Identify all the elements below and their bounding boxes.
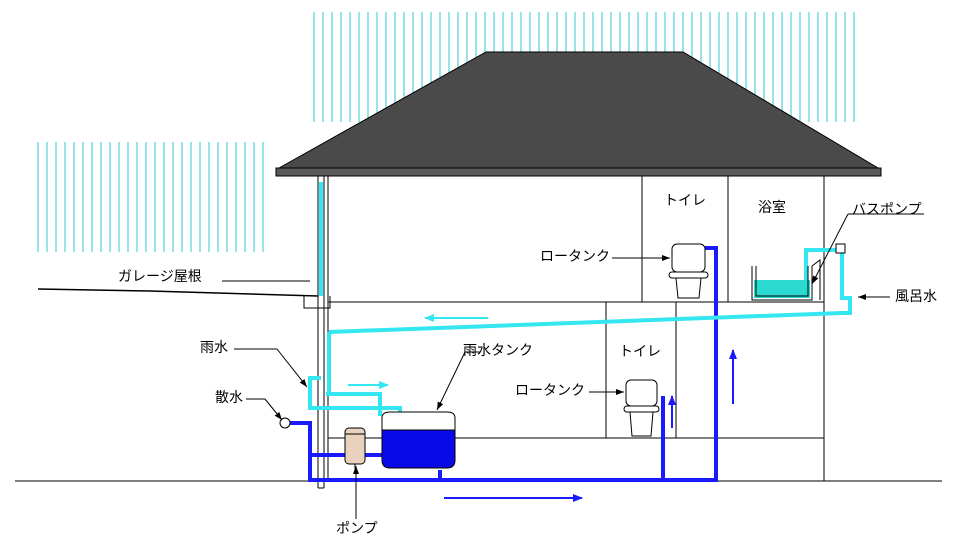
label-toilet-lower: トイレ	[619, 344, 661, 360]
faucet-icon	[279, 417, 291, 429]
label-toilet-upper: トイレ	[664, 193, 706, 209]
downspout	[303, 176, 331, 489]
roof-eave	[275, 167, 882, 177]
bathtub-icon	[751, 259, 821, 301]
toilet-icon-upper	[668, 243, 709, 299]
house-roof	[277, 51, 880, 169]
label-bath-water: 風呂水	[895, 289, 937, 305]
rain-tank-icon	[381, 411, 456, 469]
supply-pipes	[290, 246, 718, 482]
toilet-icon-lower	[623, 379, 660, 437]
rainwater-pipes	[308, 182, 852, 416]
pump-icon	[344, 427, 366, 470]
label-rain-tank: 雨水タンク	[463, 343, 533, 359]
rain-lines-garage	[37, 142, 264, 252]
label-bath-pump: バスポンプ	[852, 202, 922, 218]
garage-roof-line	[37, 288, 319, 297]
label-sprinkle: 散水	[215, 390, 243, 406]
label-rainwater: 雨水	[200, 340, 228, 356]
bath-pump-icon	[835, 243, 846, 254]
label-pump: ポンプ	[336, 521, 378, 537]
label-low-tank-lower: ロータンク	[515, 383, 585, 399]
label-low-tank-upper: ロータンク	[540, 249, 610, 265]
label-bathroom: 浴室	[758, 200, 786, 216]
leader-lines	[222, 213, 924, 519]
label-garage-roof: ガレージ屋根	[118, 269, 202, 285]
